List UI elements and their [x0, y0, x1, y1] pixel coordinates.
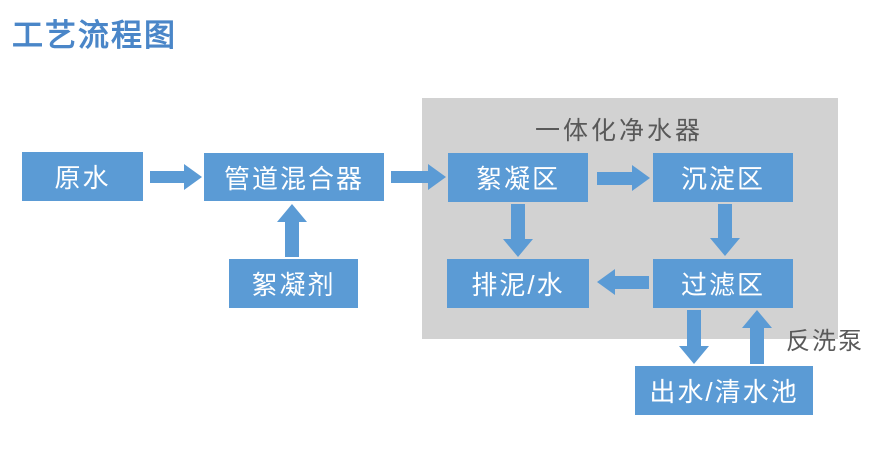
node-sludge-water-discharge: 排泥/水	[447, 259, 589, 308]
node-raw-water: 原水	[22, 152, 143, 201]
node-sedimentation-zone: 沉淀区	[653, 153, 793, 202]
arrow-flocculant-to-pipe-mixer	[277, 204, 307, 257]
page-title: 工艺流程图	[12, 18, 177, 53]
node-flocculant: 絮凝剂	[229, 259, 358, 308]
node-filtration-zone: 过滤区	[653, 259, 793, 308]
node-outlet-clear-water-pool: 出水/清水池	[635, 366, 813, 415]
node-pipe-mixer: 管道混合器	[204, 153, 384, 201]
backwash-pump-label: 反洗泵	[786, 328, 864, 355]
arrow-raw-water-to-pipe-mixer	[150, 164, 202, 190]
purifier-group-label: 一体化净水器	[534, 117, 703, 145]
node-flocculation-zone: 絮凝区	[448, 153, 588, 202]
